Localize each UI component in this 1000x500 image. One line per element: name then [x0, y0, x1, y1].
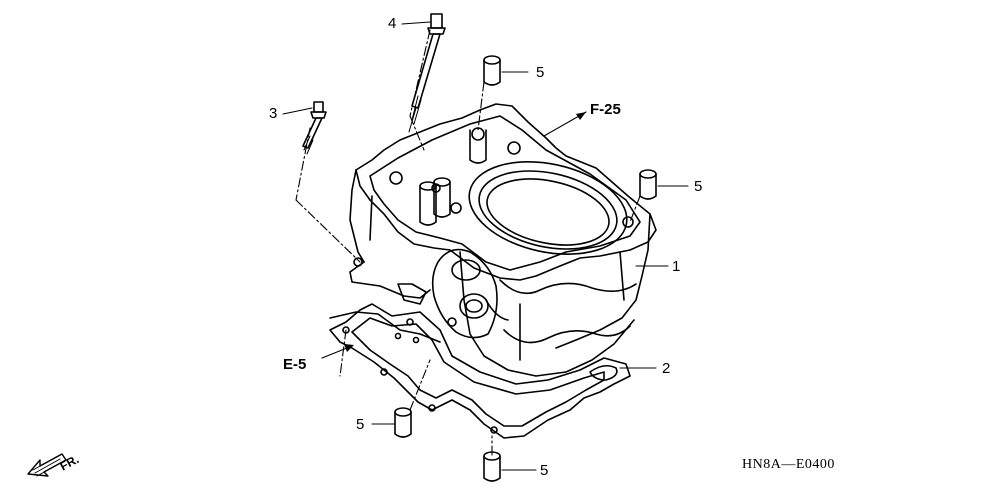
callout-5-right: 5 [694, 178, 703, 195]
flange-bolt [302, 101, 327, 155]
reference-f25: F-25 [590, 101, 621, 118]
dowel-pin-lower-left [394, 407, 412, 438]
dowel-pin-top [483, 55, 501, 86]
dowel-pin-right [639, 169, 657, 200]
callout-2: 2 [662, 360, 671, 377]
reference-e5: E-5 [283, 356, 307, 373]
dowel-pin-bottom [483, 451, 501, 482]
cylinder-stud-bolt [408, 13, 446, 133]
cylinder-gasket [329, 303, 631, 439]
callout-5-top: 5 [536, 64, 545, 81]
diagram-code: HN8A—E0400 [742, 457, 835, 472]
reference-arrowheads [344, 112, 586, 352]
callout-1: 1 [672, 258, 681, 275]
callout-4: 4 [388, 15, 397, 32]
callout-5-lower-left: 5 [356, 416, 365, 433]
leader-lines [282, 21, 689, 471]
front-direction-arrow-icon [27, 453, 67, 477]
callout-5-bottom: 5 [540, 462, 549, 479]
cylinder-body [329, 103, 657, 377]
callout-3: 3 [269, 105, 278, 122]
